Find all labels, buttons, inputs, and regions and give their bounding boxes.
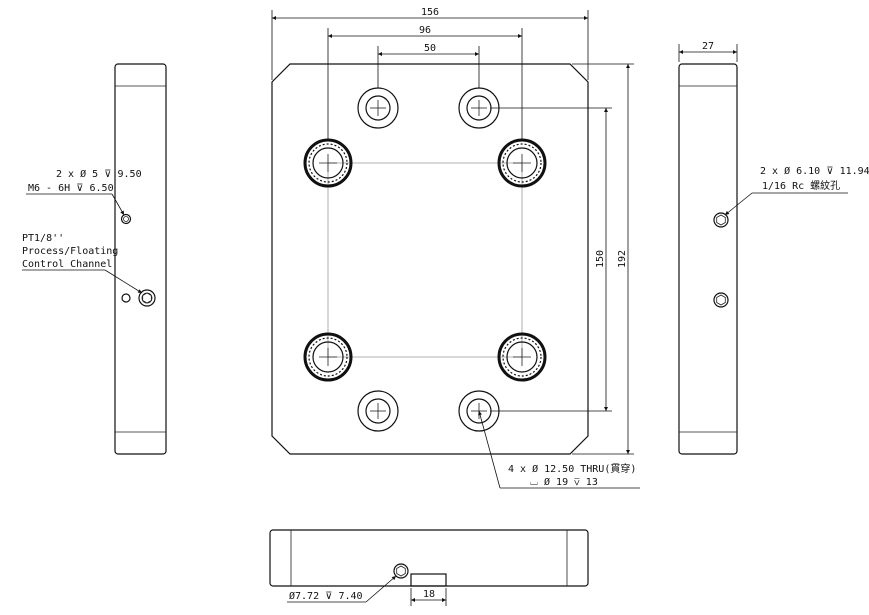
left-hole-callout-2: M6 - 6H ⊽ 6.50 — [28, 183, 114, 194]
port-hole — [138, 289, 156, 307]
dim-height-overall: 192 — [617, 250, 628, 268]
dim-pitch-outer: 96 — [419, 25, 431, 36]
mount-hole-bottom-left — [303, 332, 353, 382]
front-dimensions: 156 96 50 150 192 — [271, 7, 634, 455]
bottom-slot — [410, 573, 447, 587]
port-callout-1: PT1/8'' — [22, 233, 64, 244]
right-hole-callout-2: 1/16 Rc 螺紋孔 — [762, 179, 840, 192]
thru-hole-top-left — [357, 87, 399, 129]
plate-outline — [271, 63, 589, 455]
side-tapped-hole — [120, 213, 132, 225]
dim-width-overall: 156 — [421, 7, 439, 18]
dim-side-thickness: 27 — [702, 41, 714, 52]
dim-pitch-inner: 50 — [424, 43, 436, 54]
front-view — [271, 63, 589, 455]
bottom-hole-callout: Ø7.72 ⊽ 7.40 — [289, 590, 363, 602]
dim-height-pitch: 150 — [595, 250, 606, 268]
right-side-view — [678, 63, 738, 455]
dim-slot-width: 18 — [423, 589, 435, 600]
left-side-view — [114, 63, 167, 455]
right-side-hole-bottom — [713, 292, 729, 308]
mount-hole-bottom-right — [497, 332, 547, 382]
left-hole-callout-1: 2 x Ø 5 ⊽ 9.50 — [56, 168, 142, 180]
bottom-hole — [393, 563, 409, 579]
right-hole-callout-1: 2 x Ø 6.10 ⊽ 11.94 — [760, 165, 869, 177]
port-callout-3: Control Channel — [22, 259, 112, 270]
thru-hole-bottom-left — [357, 390, 399, 432]
thru-callout-1: 4 x Ø 12.50 THRU(貫穿) — [508, 462, 636, 475]
bottom-view — [269, 529, 589, 587]
thru-callout-2: ⌴ Ø 19 ⊽ 13 — [530, 476, 598, 488]
right-side-hole-top — [713, 212, 729, 228]
side-small-hole — [121, 293, 131, 303]
port-callout-2: Process/Floating — [22, 246, 118, 257]
